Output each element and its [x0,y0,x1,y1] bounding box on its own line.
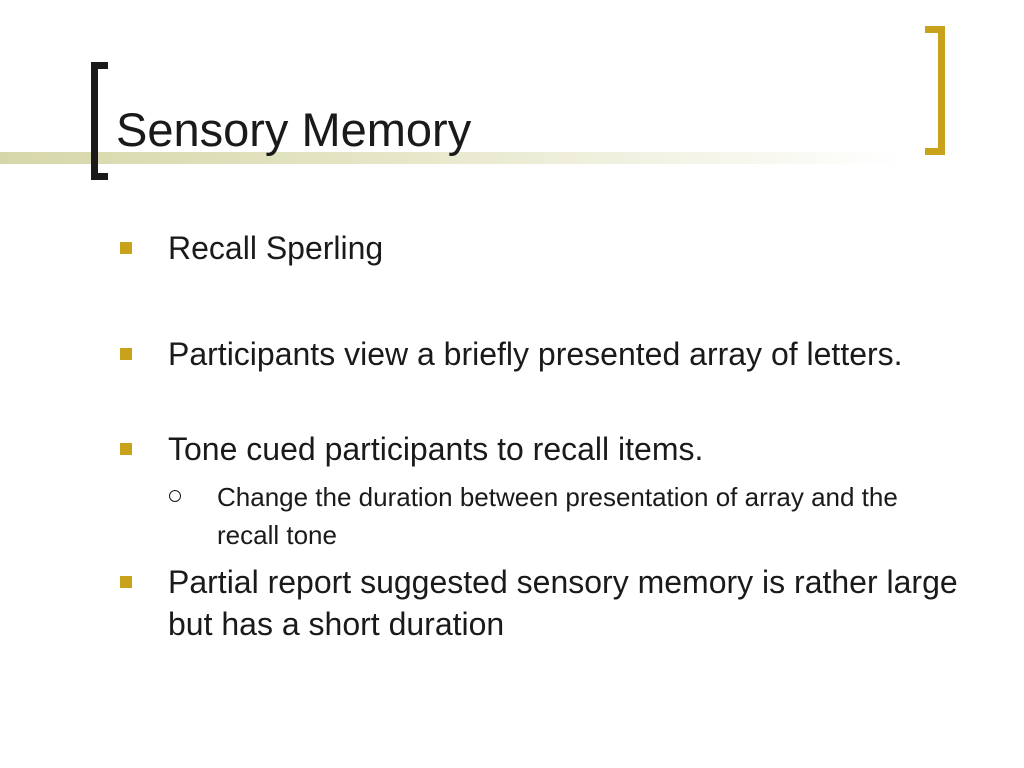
title-gradient-band [0,152,900,164]
bullet-text: Partial report suggested sensory memory … [168,564,958,642]
square-bullet-icon [120,576,132,588]
square-bullet-icon [120,443,132,455]
sub-bullet-text: Change the duration between presentation… [217,482,898,550]
square-bullet-icon [120,242,132,254]
slide-title: Sensory Memory [116,103,472,156]
square-bullet-icon [120,348,132,360]
bullet-item: Partial report suggested sensory memory … [120,561,968,645]
bullet-text: Recall Sperling [168,230,384,266]
left-bracket-decoration [91,62,108,180]
bullet-item: Participants view a briefly presented ar… [120,333,968,375]
bullet-item: Recall Sperling [120,227,968,269]
bullet-text: Tone cued participants to recall items. [168,431,704,467]
sub-bullet-item: Change the duration between presentation… [169,478,937,554]
circle-bullet-icon [169,490,181,502]
bullet-item: Tone cued participants to recall items. [120,428,968,470]
right-bracket-decoration [925,26,945,155]
bullet-text: Participants view a briefly presented ar… [168,336,903,372]
